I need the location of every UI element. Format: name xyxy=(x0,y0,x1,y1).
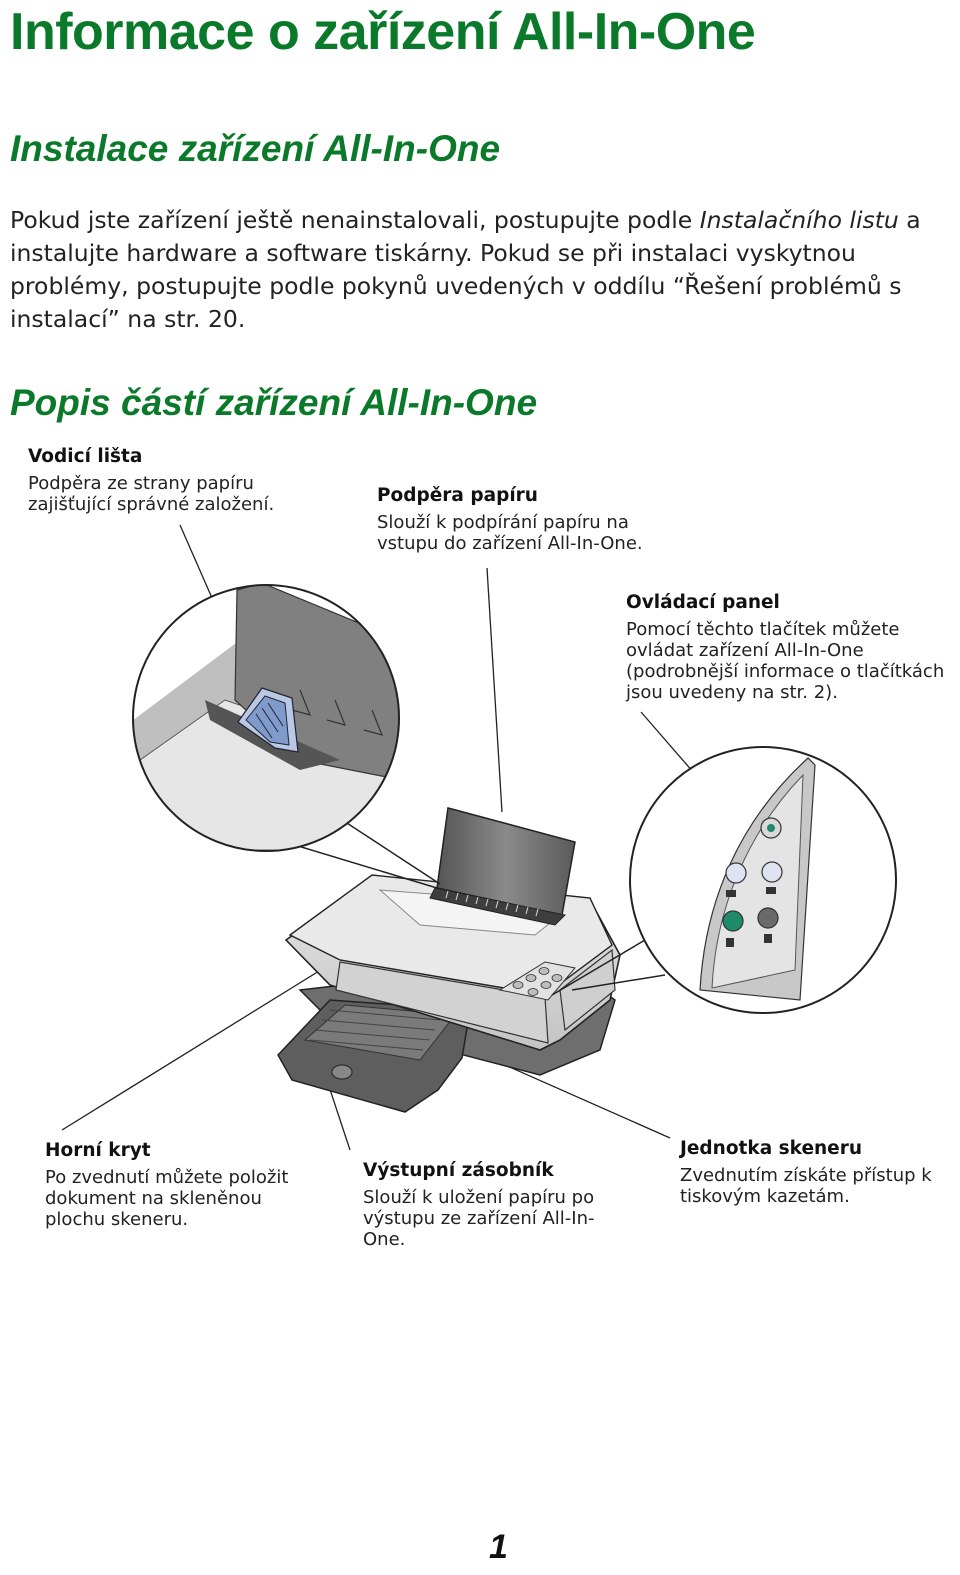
callout-title: Jednotka skeneru xyxy=(680,1138,863,1159)
callout-top-cover: Horní kryt Po zvednutí můžete položit do… xyxy=(45,1140,315,1230)
page-title: Informace o zařízení All-In-One xyxy=(10,3,756,61)
callout-text: Podpěra ze strany papíru zajišťující spr… xyxy=(28,473,275,515)
callout-title: Vodicí lišta xyxy=(28,446,143,467)
control-panel-zoom xyxy=(551,746,897,1014)
printer-drawing xyxy=(277,807,621,1113)
callout-control-panel: Ovládací panel Pomocí těchto tlačítek mů… xyxy=(626,592,958,703)
callout-title: Podpěra papíru xyxy=(377,485,538,506)
callout-paper-support: Podpěra papíru Slouží k podpírání papíru… xyxy=(377,485,677,554)
section-heading-installation: Instalace zařízení All-In-One xyxy=(10,128,501,169)
paper-guide-zoom xyxy=(132,584,441,889)
intro-text-part1: Pokud jste zařízení ještě nenainstaloval… xyxy=(10,206,700,234)
callout-text: Po zvednutí můžete položit dokument na s… xyxy=(45,1167,289,1230)
callout-output-tray: Výstupní zásobník Slouží k uložení papír… xyxy=(363,1160,623,1250)
callout-text: Slouží k uložení papíru po výstupu ze za… xyxy=(363,1187,595,1250)
section-heading-parts: Popis částí zařízení All-In-One xyxy=(10,382,538,423)
installation-paragraph: Pokud jste zařízení ještě nenainstaloval… xyxy=(10,204,950,336)
setup-sheet-reference: Instalačního listu xyxy=(699,206,899,234)
callout-title: Výstupní zásobník xyxy=(363,1160,554,1181)
page-number: 1 xyxy=(489,1528,508,1566)
callout-title: Horní kryt xyxy=(45,1140,151,1161)
callout-title: Ovládací panel xyxy=(626,592,780,613)
callout-paper-guide: Vodicí lišta Podpěra ze strany papíru za… xyxy=(28,446,328,515)
callout-text: Slouží k podpírání papíru na vstupu do z… xyxy=(377,512,643,554)
callout-scanner-unit: Jednotka skeneru Zvednutím získáte příst… xyxy=(680,1138,940,1207)
intro-text-part2: a instalujte hardware a software tiskárn… xyxy=(10,206,921,333)
callout-text: Zvednutím získáte přístup k tiskovým kaz… xyxy=(680,1165,932,1207)
callout-text: Pomocí těchto tlačítek můžete ovládat za… xyxy=(626,619,945,703)
